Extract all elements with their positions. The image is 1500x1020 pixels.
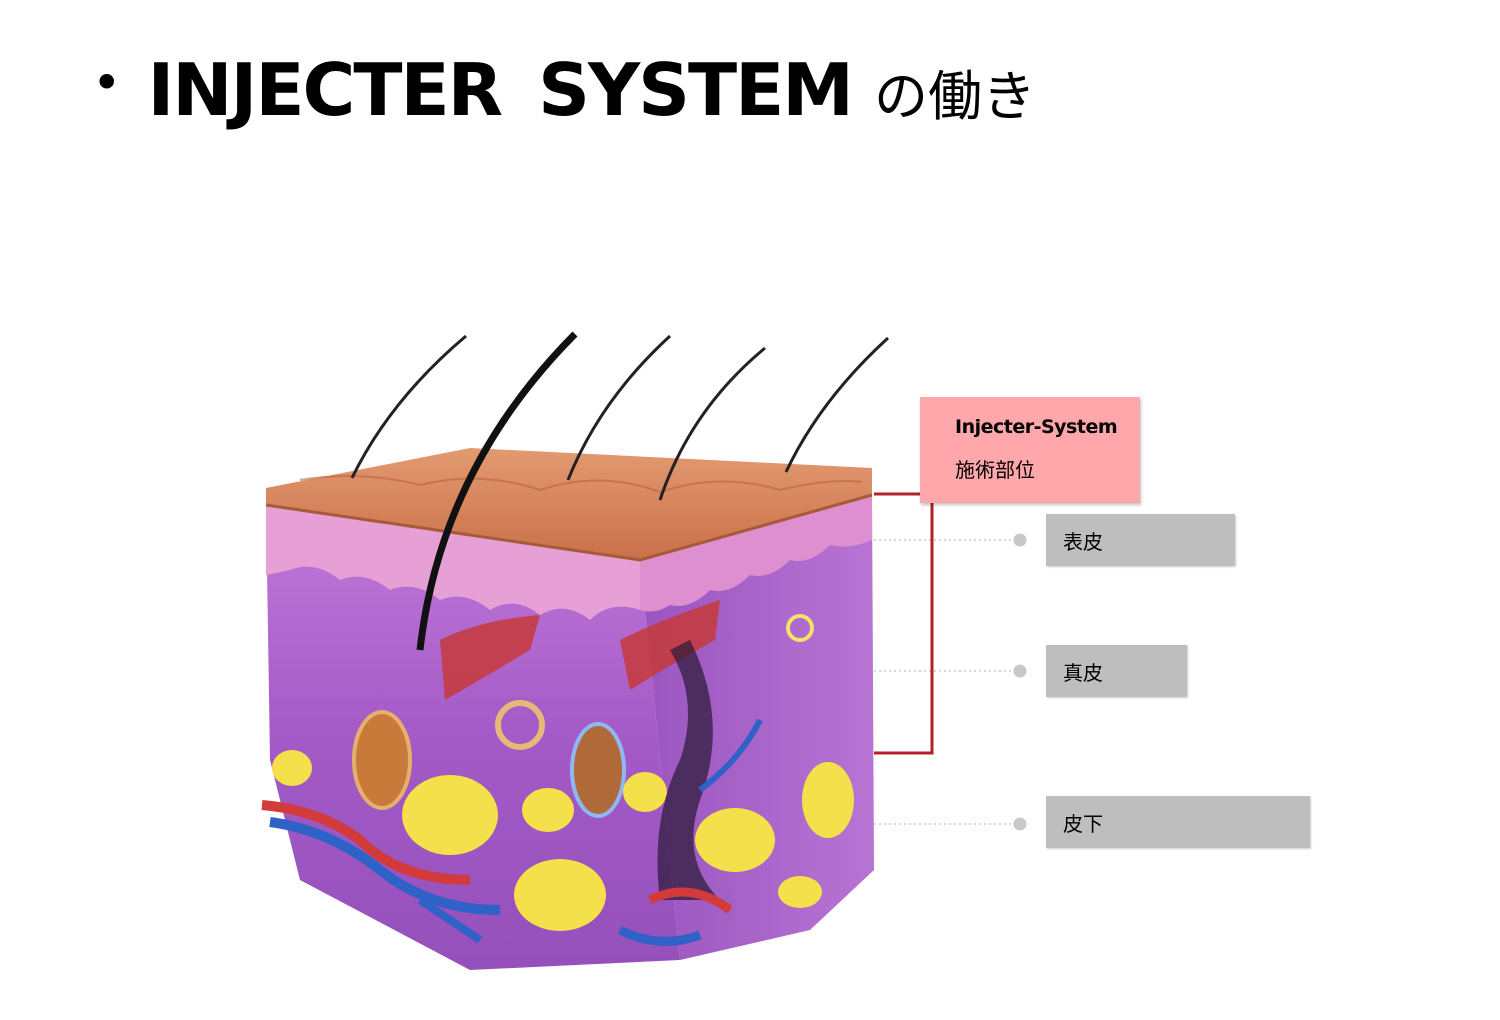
page-title: • INJECTER SYSTEM の働き: [92, 36, 1036, 126]
title-main: INJECTER SYSTEM: [147, 48, 854, 132]
skin-cross-section-illustration: [261, 331, 890, 970]
epidermis-marker-dot: [1013, 533, 1027, 547]
layer-label-dermis: 真皮: [1046, 645, 1187, 697]
injecter-system-callout: Injecter-System 施術部位: [920, 397, 1140, 503]
dermis-marker-dot: [1013, 664, 1027, 678]
callout-subtitle: 施術部位: [955, 458, 1035, 482]
layer-label-subcutis: 皮下: [1046, 796, 1310, 848]
title-sub: の働き: [873, 65, 1036, 128]
treatment-bracket: [874, 492, 934, 755]
subcutis-marker-dot: [1013, 817, 1027, 831]
layer-label-epidermis: 表皮: [1046, 514, 1235, 566]
title-bullet: •: [92, 54, 122, 112]
callout-title: Injecter-System: [955, 416, 1118, 438]
